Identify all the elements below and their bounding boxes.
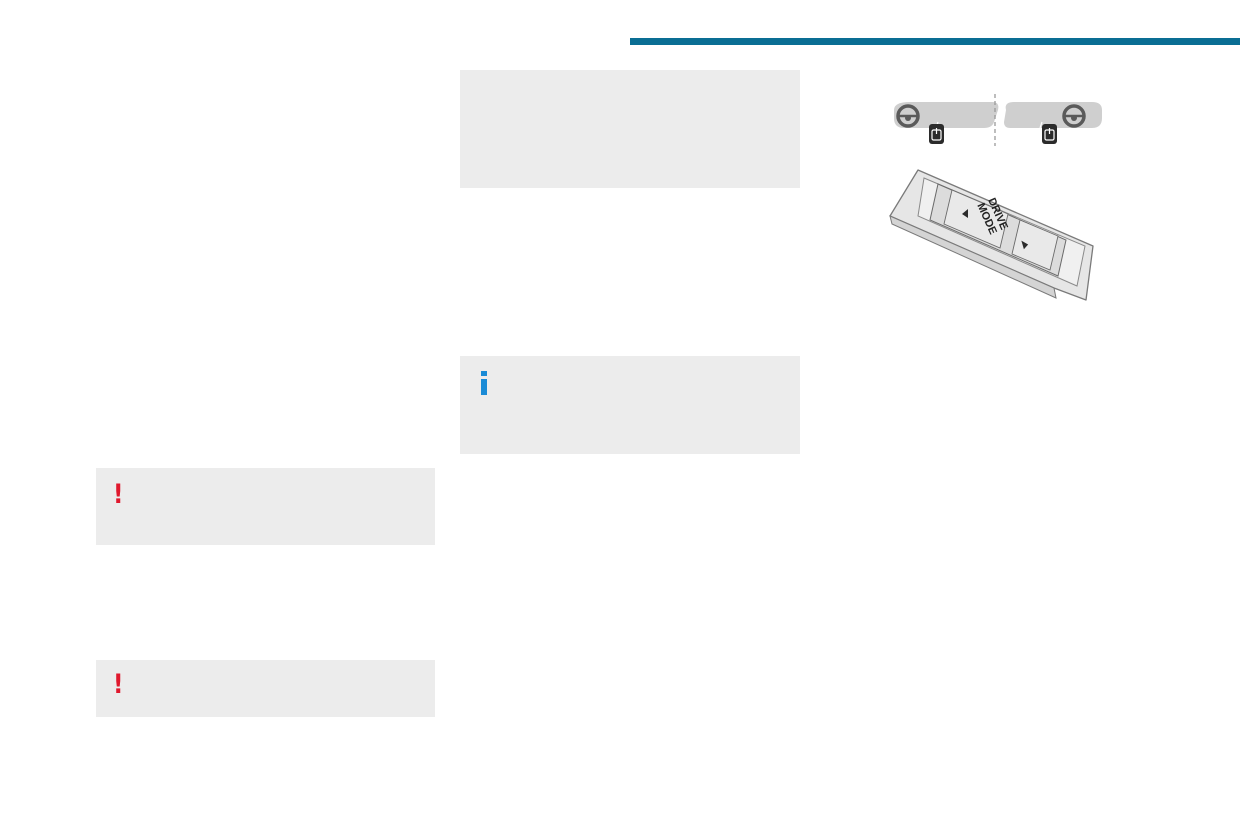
warning-box: ! [96,468,435,545]
exclamation-icon: ! [113,669,124,700]
start-stop-button-icon [929,124,944,144]
steering-wheel-icon [1062,104,1086,128]
info-box [460,356,800,454]
steering-wheel-icon [896,104,920,128]
drive-mode-switch-illustration: DRIVE MODE [880,88,1110,313]
arrow-right-icon [1021,240,1029,250]
warning-box: ! [96,660,435,717]
drive-mode-switch: DRIVE MODE [889,169,1094,301]
exclamation-icon: ! [113,479,124,510]
arrow-left-icon [962,209,968,218]
info-icon [481,371,487,395]
left-hand-drive-dashboard [894,102,999,144]
right-hand-drive-dashboard [1004,102,1102,144]
start-stop-button-icon [1042,124,1057,144]
note-box [460,70,800,188]
section-accent-bar [630,38,1240,45]
